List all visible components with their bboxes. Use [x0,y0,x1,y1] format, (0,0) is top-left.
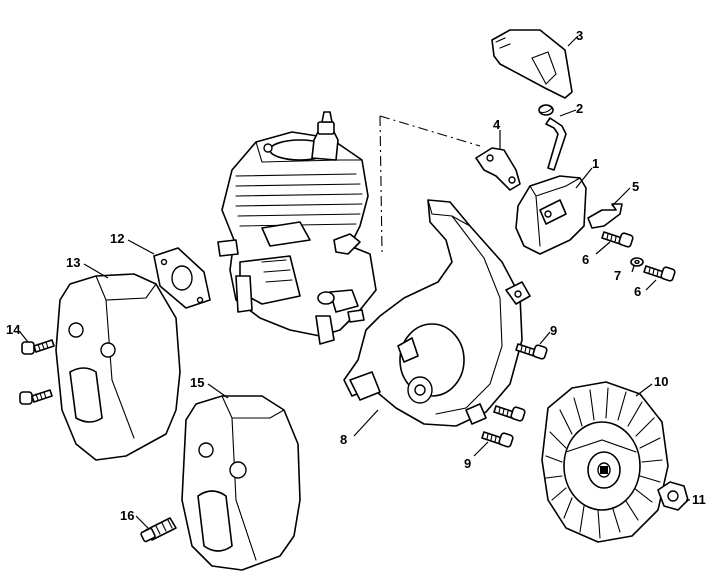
engine-cylinder-assembly[interactable] [217,111,377,345]
callout-labels: 3 2 4 1 5 6 7 6 8 9 9 10 11 12 13 14 15 … [6,28,706,523]
callout-11: 11 [692,492,706,507]
callout-14: 14 [6,322,21,337]
part-11-nut[interactable] [657,481,689,511]
callout-10: 10 [654,374,668,389]
part-10-flywheel[interactable] [541,381,669,543]
part-6-screw-lower[interactable] [643,265,676,282]
callout-3: 3 [576,28,583,43]
part-6-screw-upper[interactable] [601,231,634,248]
part-7-washer[interactable] [630,257,644,267]
part-15-muffler-cover[interactable] [181,395,301,571]
callout-15: 15 [190,375,204,390]
callout-12: 12 [110,231,124,246]
callout-16: 16 [120,508,134,523]
callout-5: 5 [632,179,639,194]
part-9-screw-middle[interactable] [493,405,526,422]
part-8-fan-housing[interactable] [343,199,531,427]
part-9-screw-lower[interactable] [481,431,514,448]
callout-9-upper: 9 [550,323,557,338]
part-3-shroud[interactable] [491,29,573,99]
callout-13: 13 [66,255,80,270]
part-4-bracket[interactable] [475,147,521,191]
part-14-screw-lower[interactable] [19,389,53,405]
callout-6-lower: 6 [634,284,641,299]
part-13-muffler[interactable] [55,273,181,461]
callout-6-upper: 6 [582,252,589,267]
part-9-screw-upper[interactable] [515,343,548,360]
part-12-gasket[interactable] [153,247,211,309]
part-2-spring-rod[interactable] [538,104,567,171]
part-5-contact[interactable] [587,203,623,229]
callout-9-lower: 9 [464,456,471,471]
part-16-stud[interactable] [140,517,177,543]
callout-8: 8 [340,432,347,447]
alignment-line [379,115,481,253]
part-1-ignition-module[interactable] [515,175,587,255]
callout-1: 1 [592,156,599,171]
callout-4: 4 [493,117,501,132]
callout-7: 7 [614,268,621,283]
leader-lines [19,35,690,529]
callout-2: 2 [576,101,583,116]
part-14-screw-upper[interactable] [21,339,55,355]
